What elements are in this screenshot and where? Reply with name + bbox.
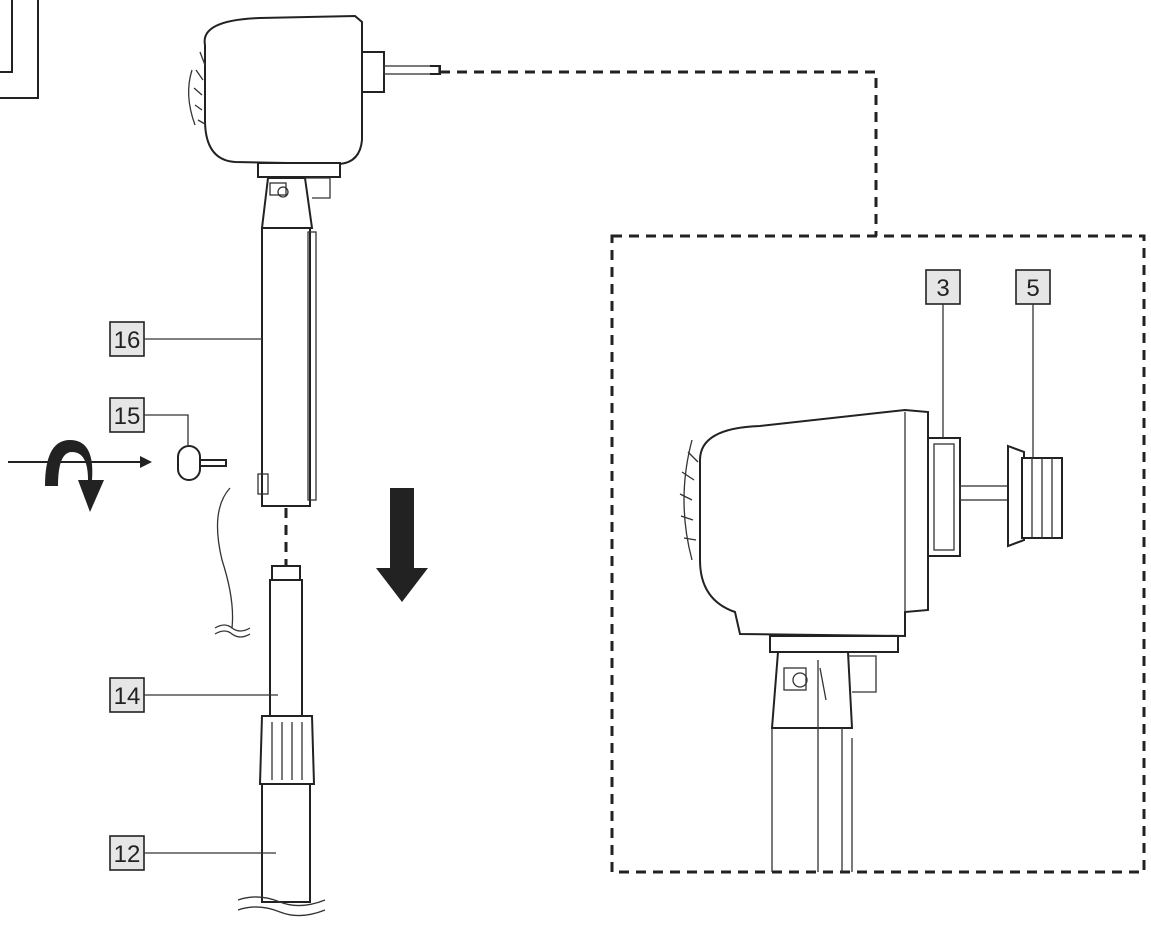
detail-mount-bracket <box>769 635 899 729</box>
detail-connector <box>440 70 878 236</box>
svg-text:14: 14 <box>114 683 141 710</box>
svg-text:16: 16 <box>114 327 141 354</box>
down-arrow-icon <box>376 488 428 602</box>
detail-pole <box>771 660 853 872</box>
detail-camera-head <box>679 408 929 638</box>
callout-16: 16 <box>109 321 262 357</box>
corner-frame <box>0 0 39 99</box>
callout-12: 12 <box>109 835 276 871</box>
callout-3: 3 <box>925 269 961 438</box>
svg-text:12: 12 <box>114 841 141 868</box>
callout-5: 5 <box>1015 269 1051 458</box>
screw-15 <box>177 445 227 481</box>
camera-head <box>188 14 441 166</box>
detail-part-5 <box>1007 444 1063 548</box>
rotate-arrow-icon <box>8 440 152 512</box>
callout-15: 15 <box>109 397 189 446</box>
detail-frame <box>610 234 1146 874</box>
pole-lower-12 <box>237 783 326 917</box>
pole-middle-14 <box>258 565 316 785</box>
pole-upper-16 <box>214 227 317 638</box>
callout-14: 14 <box>109 677 278 713</box>
svg-text:3: 3 <box>936 275 949 302</box>
svg-text:15: 15 <box>114 403 141 430</box>
detail-part-3 <box>927 437 961 557</box>
svg-text:5: 5 <box>1026 275 1039 302</box>
detail-shaft <box>959 485 1013 501</box>
camera-mount-bracket <box>257 162 341 229</box>
